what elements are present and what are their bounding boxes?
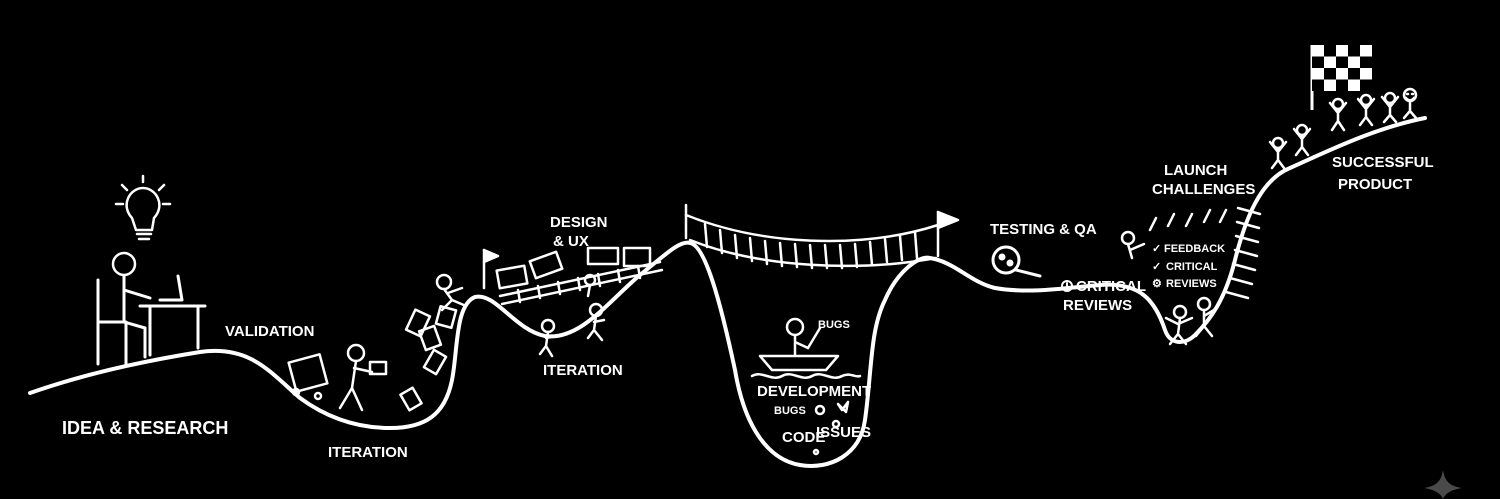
magnifier-icon bbox=[991, 245, 1042, 278]
label-development: DEVELOPMENT bbox=[757, 383, 871, 400]
label-design: DESIGN bbox=[550, 214, 608, 231]
label-critical: CRITICAL bbox=[1166, 261, 1218, 273]
label-idea-research: IDEA & RESEARCH bbox=[62, 418, 228, 438]
design-climber bbox=[435, 248, 500, 312]
label-issues: ISSUES bbox=[816, 424, 871, 441]
desk-scene bbox=[96, 251, 207, 366]
clock-icon bbox=[1061, 280, 1073, 292]
design-bridge bbox=[495, 246, 664, 358]
falling-boxes bbox=[399, 304, 458, 412]
label-challenges: CHALLENGES bbox=[1152, 181, 1255, 198]
label-launch: LAUNCH bbox=[1164, 162, 1227, 179]
label-iteration-1: ITERATION bbox=[328, 444, 408, 461]
label-feedback: FEEDBACK bbox=[1164, 243, 1225, 255]
label-product: PRODUCT bbox=[1338, 176, 1412, 193]
iteration-figure-1 bbox=[287, 343, 388, 412]
label-testing-qa: TESTING & QA bbox=[990, 221, 1097, 238]
label-iteration-2: ITERATION bbox=[543, 362, 623, 379]
launch-checklist: ✓ FEEDBACK ✓ CRITICAL ⚙ REVIEWS bbox=[1152, 243, 1225, 290]
launch-scene bbox=[1120, 206, 1262, 346]
svg-text:✓: ✓ bbox=[1152, 243, 1161, 255]
label-ux: & UX bbox=[553, 233, 589, 250]
label-code: CODE bbox=[782, 429, 825, 446]
label-critical-reviews-2: REVIEWS bbox=[1063, 297, 1132, 314]
boat-scene bbox=[750, 317, 862, 456]
checkered-flag-icon bbox=[1310, 45, 1372, 110]
lightbulb-icon bbox=[114, 174, 172, 241]
label-bugs-bottom: BUGS bbox=[774, 405, 806, 417]
sparkle-icon bbox=[1424, 470, 1462, 499]
label-reviews: REVIEWS bbox=[1166, 278, 1217, 290]
rope-bridge bbox=[684, 203, 960, 270]
label-successful: SUCCESSFUL bbox=[1332, 154, 1434, 171]
label-bugs-top: BUGS bbox=[818, 319, 850, 331]
celebrating-people bbox=[1268, 87, 1418, 170]
svg-text:✓: ✓ bbox=[1152, 261, 1161, 273]
label-critical-reviews-1: CRITICAL bbox=[1076, 278, 1146, 295]
svg-text:⚙: ⚙ bbox=[1152, 278, 1162, 290]
journey-path bbox=[28, 116, 1427, 468]
label-validation: VALIDATION bbox=[225, 323, 314, 340]
